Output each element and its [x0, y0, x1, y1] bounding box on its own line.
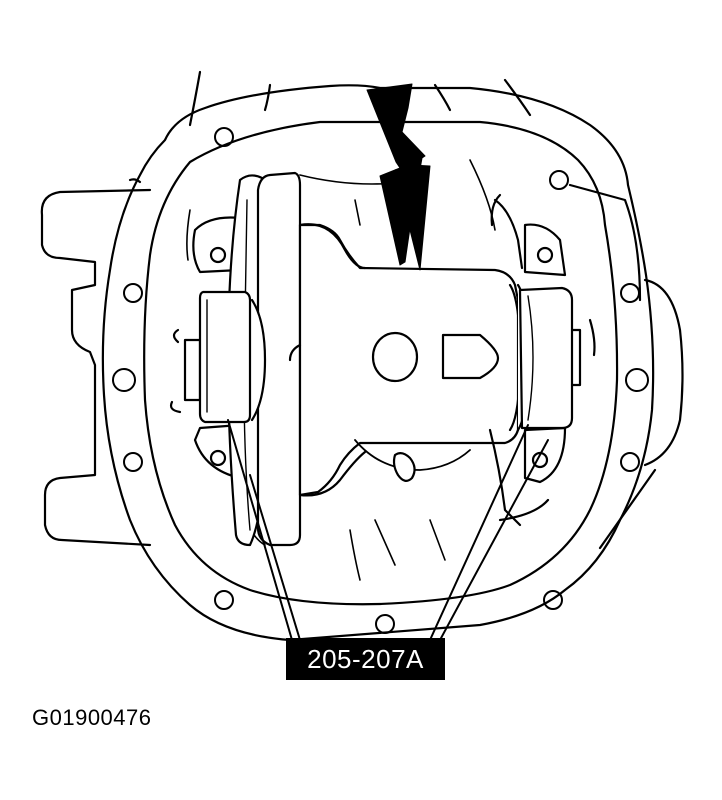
seal-brackets [488, 193, 550, 527]
callout-leaders [227, 419, 549, 641]
case-windows [288, 223, 522, 497]
differential-case [298, 223, 520, 497]
axle-housing-outline [40, 70, 684, 550]
bolt-holes [112, 127, 649, 634]
right-bearing [516, 283, 596, 432]
tool-callout-label: 205-207A [286, 638, 445, 680]
cover-flange-inner [143, 120, 619, 606]
left-bearing [169, 290, 267, 424]
case-flange [256, 171, 302, 547]
figure-id: G01900476 [32, 705, 152, 730]
